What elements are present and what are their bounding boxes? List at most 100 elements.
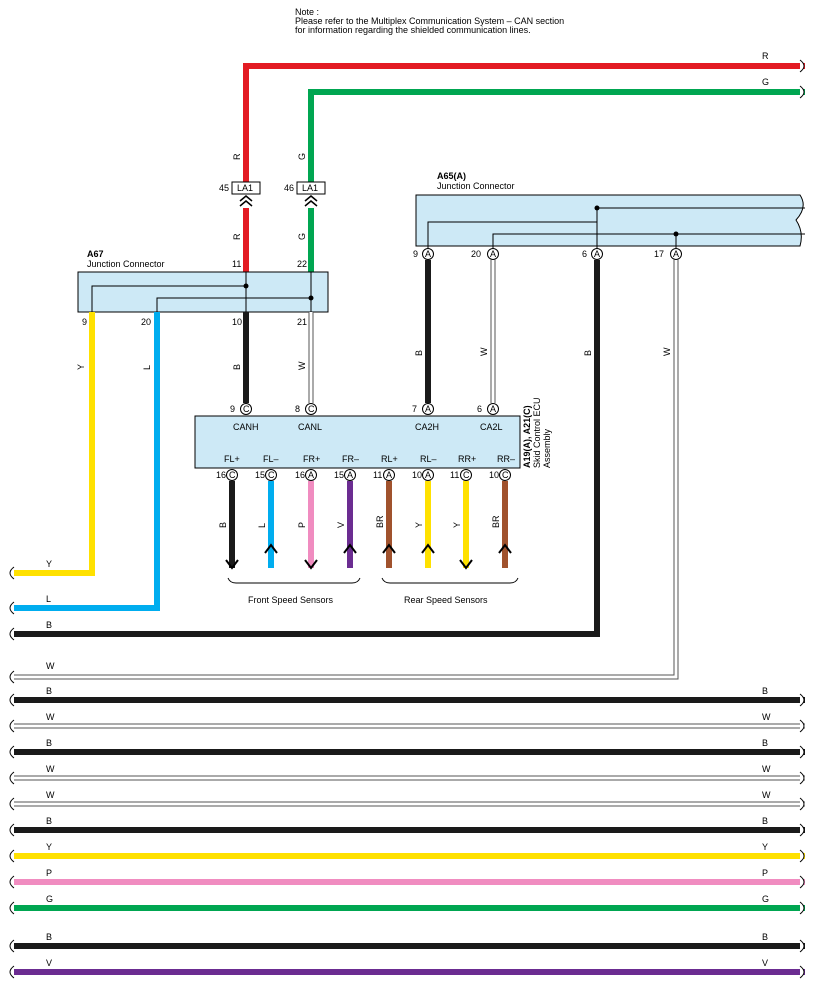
note-line-2: for information regarding the shielded c… (295, 25, 531, 35)
wire-end-l-left (9, 601, 15, 615)
la1-connectors: LA1 45 LA1 46 (219, 181, 326, 207)
bus-7-label-left: P (46, 868, 52, 878)
bus-9-label-right: B (762, 932, 768, 942)
bus-0-label-right: B (762, 686, 768, 696)
bus-2-end-right (799, 745, 805, 759)
a67-splice-1 (243, 283, 249, 289)
sensor-2-pin-tag: A (308, 470, 314, 480)
sensor-3-pin (344, 469, 356, 481)
wire-label-b-a65-6: B (583, 350, 593, 356)
wire-label-g-right: G (762, 77, 769, 87)
a65-box (415, 194, 804, 247)
sensor-3-arrow (343, 543, 357, 554)
bus-3-end-right (799, 771, 805, 785)
bus-6-end-left (9, 849, 15, 863)
bus-2-label-left: B (46, 738, 52, 748)
sensor-5-pin-num: 10 (412, 470, 422, 480)
la1-pin-46: 46 (284, 183, 294, 193)
a67-code: A67 (87, 249, 104, 259)
rear-sensors-brace (381, 577, 519, 584)
a65-pin-20-tag: A (490, 249, 496, 259)
wire-label-y-left: Y (46, 559, 52, 569)
a65-pin-9 (422, 248, 434, 260)
bus-0-label-left: B (46, 686, 52, 696)
bus-7-end-left (9, 875, 15, 889)
sensor-0-pin-num: 16 (216, 470, 226, 480)
bus-5-label-right: B (762, 816, 768, 826)
note-title: Note : (295, 7, 319, 17)
sensor-5-wire-label: Y (414, 522, 424, 528)
bus-4-end-left (9, 797, 15, 811)
sensor-7-wire-label: BR (491, 515, 501, 528)
wire-label-b-ca2h: B (414, 350, 424, 356)
sensor-4-arrow (382, 543, 396, 554)
la1-box-46 (296, 181, 326, 195)
sensor-6-wire-label: Y (452, 522, 462, 528)
a67-internal-lines (91, 272, 312, 312)
bus-5-end-left (9, 823, 15, 837)
ecu-top-pin-name-ca2l: CA2L (480, 422, 503, 432)
bus-8-label-right: G (762, 894, 769, 904)
sensor-1-arrow (264, 543, 278, 554)
sensor-7-pin-tag: C (502, 470, 509, 480)
sensor-1-pin-tag: C (268, 470, 275, 480)
ecu-name-2: Assembly (542, 428, 552, 468)
ecu-top-pin-name-canl: CANL (298, 422, 322, 432)
wire-y-a67-9 (14, 312, 95, 576)
bus-3-label-right: W (762, 764, 771, 774)
a65-pin-20 (487, 248, 499, 260)
sensor-6-pin-num: 11 (450, 470, 459, 480)
top-wires: R G R G (232, 51, 805, 182)
bus-0-end-right (799, 693, 805, 707)
bus-6-end-right (799, 849, 805, 863)
sensor-7-pin-num: 10 (489, 470, 499, 480)
skid-control-ecu: A19(A), A21(C) Skid Control ECU Assembly (194, 397, 552, 469)
ecu-top-pin-ca2h-tag: A (425, 404, 431, 414)
bus-7-label-right: P (762, 868, 768, 878)
wire-label-y-a67: Y (76, 364, 86, 370)
wire-label-w-left: W (46, 661, 55, 671)
sensor-0-pin-tag: C (229, 470, 236, 480)
wire-b-a65-6 (14, 260, 600, 637)
sensor-4-pin-name: RL+ (381, 454, 398, 464)
ecu-name-1: Skid Control ECU (532, 397, 542, 468)
sensor-3-pin-tag: A (347, 470, 353, 480)
sensor-0-arrow (225, 559, 239, 570)
ecu-top-pin-ca2l-tag: A (490, 404, 496, 414)
sensor-3-pin-num: 15 (334, 470, 344, 480)
sensor-0-wire-label: B (218, 522, 228, 528)
a67-box (77, 271, 329, 313)
wire-label-l-a67: L (142, 365, 152, 370)
bus-10-label-left: V (46, 958, 52, 968)
wire-l-a67-20 (14, 312, 160, 611)
rear-speed-sensors-label: Rear Speed Sensors (404, 595, 488, 605)
la1-label-46: LA1 (302, 183, 318, 193)
sensor-6-arrow (459, 559, 473, 570)
note: Note : Please refer to the Multiplex Com… (295, 7, 564, 35)
a65-code: A65(A) (437, 171, 466, 181)
la1-label-45: LA1 (237, 183, 253, 193)
ecu-top-pin-num-ca2l: 6 (477, 404, 482, 414)
bus-2-end-left (9, 745, 15, 759)
bus-8-end-left (9, 901, 15, 915)
ecu-top-pin-name-ca2h: CA2H (415, 422, 439, 432)
bus-5-label-left: B (46, 816, 52, 826)
wire-label-w-a65-17: W (662, 347, 672, 356)
bus-4-end-right (799, 797, 805, 811)
ecu-top-pin-ca2h (422, 403, 434, 415)
sensor-4-wire-label: BR (375, 515, 385, 528)
sensor-7-pin-name: RR– (497, 454, 515, 464)
bus-2-label-right: B (762, 738, 768, 748)
ecu-top-pin-num-ca2h: 7 (412, 404, 417, 414)
sensor-1-pin-num: 15 (255, 470, 265, 480)
ecu-top-pin-num-canh: 9 (230, 404, 235, 414)
sensor-5-pin-name: RL– (420, 454, 437, 464)
sensor-2-arrow (304, 559, 318, 570)
bus-10-end-left (9, 965, 15, 979)
sensor-0-pin-name: FL+ (224, 454, 240, 464)
a67-pin-20: 20 (141, 317, 151, 327)
a65-pin-17-tag: A (673, 249, 679, 259)
sensor-1-pin (265, 469, 277, 481)
a65-pin-9-tag: A (425, 249, 431, 259)
